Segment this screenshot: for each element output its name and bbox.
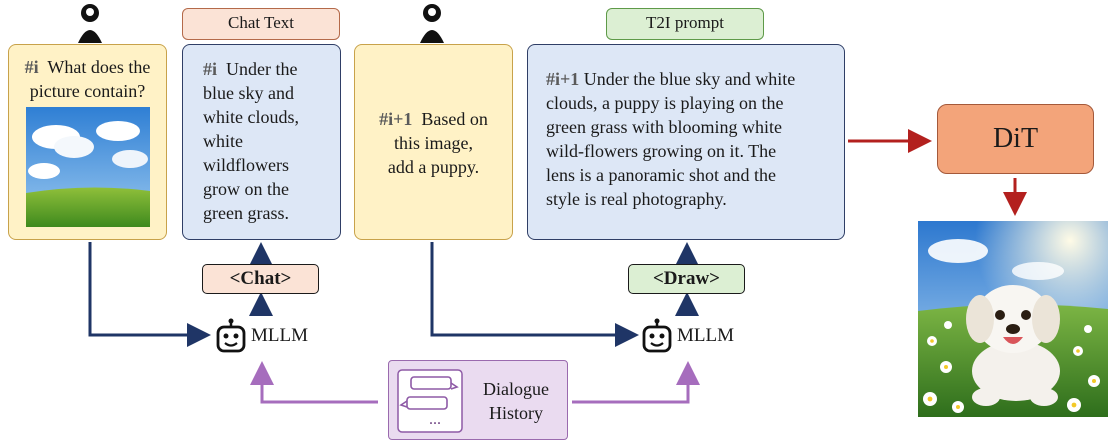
prompt-line: clouds, a puppy is playing on the bbox=[546, 93, 784, 113]
answer-line: green grass. bbox=[203, 203, 289, 223]
dit-box: DiT bbox=[937, 104, 1094, 174]
prompt-line: style is real photography. bbox=[546, 189, 727, 209]
arrow-request-to-mllm bbox=[430, 242, 639, 347]
turn-tag: #i+1 bbox=[546, 69, 580, 89]
turn-tag: #i bbox=[24, 57, 39, 77]
request-line: add a puppy. bbox=[387, 157, 480, 177]
answer-line: wildflowers bbox=[203, 155, 289, 175]
arrow-history-to-right-mllm bbox=[572, 361, 700, 404]
request-line: this image, bbox=[394, 133, 473, 153]
history-dots: ... bbox=[429, 411, 441, 428]
question-text: picture contain? bbox=[29, 81, 146, 101]
user-icon bbox=[420, 4, 444, 43]
mllm-left: MLLM bbox=[214, 316, 308, 356]
turn-tag: #i+1 bbox=[379, 109, 413, 129]
puppy-output-image bbox=[918, 221, 1108, 417]
history-line: History bbox=[489, 403, 543, 423]
arrow-question-to-mllm bbox=[88, 242, 211, 347]
request-line: Based on bbox=[421, 109, 488, 129]
history-line: Dialogue bbox=[483, 379, 549, 399]
chat-token: <Chat> bbox=[202, 264, 319, 294]
history-label: Dialogue History bbox=[471, 377, 561, 425]
t2i-prompt-box: #i+1 Under the blue sky and white clouds… bbox=[527, 44, 845, 240]
answer-line: blue sky and bbox=[203, 83, 294, 103]
user-icon bbox=[78, 4, 102, 43]
arrow-history-to-left-mllm bbox=[250, 361, 378, 404]
answer-line: white bbox=[203, 131, 243, 151]
draw-token: <Draw> bbox=[628, 264, 745, 294]
user-question-box: #i What does the picture contain? bbox=[8, 44, 167, 240]
prompt-line: Under the blue sky and white bbox=[583, 69, 796, 89]
dialogue-history-box: ... Dialogue History bbox=[388, 360, 568, 440]
prompt-line: green grass with blooming white bbox=[546, 117, 782, 137]
sky-meadow-image bbox=[26, 107, 150, 227]
chat-bubbles-icon bbox=[397, 369, 463, 433]
mllm-label: MLLM bbox=[677, 325, 734, 346]
chat-text-label: Chat Text bbox=[182, 8, 340, 40]
robot-icon bbox=[642, 318, 672, 353]
prompt-line: lens is a panoramic shot and the bbox=[546, 165, 776, 185]
t2i-prompt-label: T2I prompt bbox=[606, 8, 764, 40]
mllm-label: MLLM bbox=[251, 325, 308, 346]
turn-tag: #i bbox=[203, 59, 218, 79]
answer-line: white clouds, bbox=[203, 107, 299, 127]
question-text: What does the bbox=[47, 57, 151, 77]
mllm-right: MLLM bbox=[640, 316, 734, 356]
prompt-line: wild-flowers growing on it. The bbox=[546, 141, 777, 161]
answer-line: Under the bbox=[226, 59, 298, 79]
answer-line: grow on the bbox=[203, 179, 289, 199]
chat-answer-box: #i Under the blue sky and white clouds, … bbox=[182, 44, 341, 240]
user-request-box: #i+1 Based on this image, add a puppy. bbox=[354, 44, 513, 240]
robot-icon bbox=[216, 318, 246, 353]
